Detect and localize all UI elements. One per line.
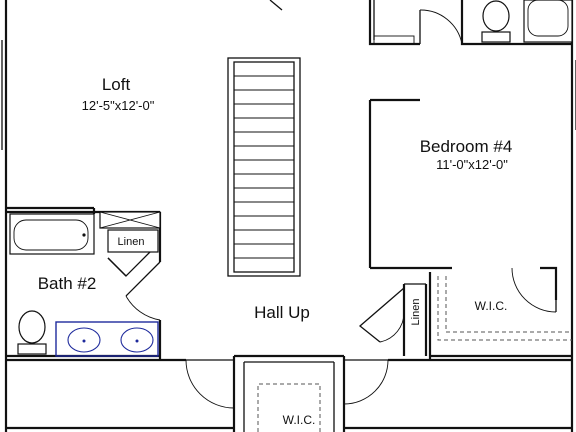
toilet-icon [17,310,47,355]
linen-label-hall: Linen [410,299,422,326]
labels: Loft 12'-5"x12'-0" Bedroom #4 11'-0"x12'… [38,75,513,427]
closet-shelving [257,276,572,432]
linen-label-bath: Linen [118,236,145,248]
room-label-bath-2: Bath #2 [38,274,97,293]
room-dims-bedroom-4: 11'-0"x12'-0" [436,157,508,172]
tub-drain-icon [82,233,86,237]
fixtures [9,0,573,357]
stair-treads [234,75,294,259]
room-label-loft: Loft [102,75,131,94]
sink-left-icon [67,327,101,353]
bathtub-top-icon [523,0,573,43]
doors [107,0,557,409]
sink-right-icon [120,327,154,353]
room-label-bedroom-4: Bedroom #4 [420,137,513,156]
room-label-wic-right: W.I.C. [475,299,508,313]
room-dims-loft: 12'-5"x12'-0" [82,98,155,113]
bathtub-basin [13,219,89,251]
linen-closet-bath [107,229,159,253]
room-label-wic-bottom: W.I.C. [283,413,316,427]
vanity [55,321,159,357]
room-label-hall: Hall Up [254,303,310,322]
stairs [227,57,301,277]
toilet-top-icon [481,0,511,43]
